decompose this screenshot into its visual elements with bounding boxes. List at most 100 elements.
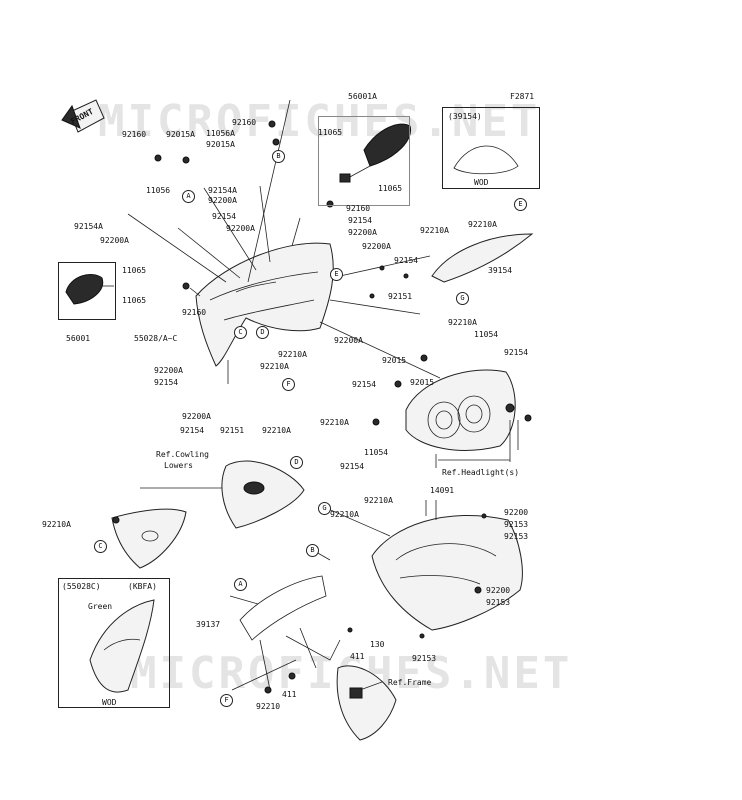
upper-cowling bbox=[195, 242, 334, 367]
part-label: 92210A bbox=[420, 226, 449, 235]
fasteners bbox=[112, 120, 532, 694]
part-label: 92154 bbox=[348, 216, 373, 225]
part-label: 56001 bbox=[66, 334, 91, 343]
part-label: 92015 bbox=[382, 356, 407, 365]
part-label: 56001A bbox=[348, 92, 377, 101]
callout-d-low: D bbox=[290, 456, 303, 469]
part-label: 11065 bbox=[122, 266, 147, 275]
part-label: 92154 bbox=[212, 212, 237, 221]
part-label: 92210A bbox=[320, 418, 349, 427]
part-label: 92210A bbox=[278, 350, 307, 359]
inner-fairing-panel bbox=[371, 514, 523, 631]
part-label: 92154 bbox=[154, 378, 179, 387]
callout-f-mid: F bbox=[282, 378, 295, 391]
leader-lines bbox=[127, 99, 519, 691]
mirror-right bbox=[339, 123, 412, 183]
inset-cowling-code: (55028C) bbox=[62, 582, 101, 591]
part-label: 92160 bbox=[182, 308, 207, 317]
part-label: 39137 bbox=[196, 620, 221, 629]
part-label: 92154 bbox=[394, 256, 419, 265]
part-label: 92153 bbox=[412, 654, 437, 663]
part-label: 92210A bbox=[364, 496, 393, 505]
frame-stub bbox=[336, 665, 397, 741]
part-label: 11065 bbox=[122, 296, 147, 305]
part-label: 92200 bbox=[504, 508, 529, 517]
part-label: 411 bbox=[282, 690, 297, 699]
part-label: 92154A bbox=[208, 186, 237, 195]
cowling-stay bbox=[239, 575, 341, 691]
part-label: 92153 bbox=[504, 520, 529, 529]
part-label: 11054 bbox=[364, 448, 389, 457]
headlight-assembly bbox=[405, 369, 516, 451]
callout-d-mid: D bbox=[256, 326, 269, 339]
callout-c-low: C bbox=[94, 540, 107, 553]
part-label: 11056A bbox=[206, 129, 235, 138]
part-label: 92200A bbox=[348, 228, 377, 237]
part-label: 92200 bbox=[486, 586, 511, 595]
part-label: 92160 bbox=[232, 118, 257, 127]
cowling-lower-left bbox=[111, 508, 187, 569]
part-label: 14091 bbox=[430, 486, 455, 495]
ref-cowling-lowers-1: Ref.Cowling bbox=[156, 450, 209, 459]
inset-box-windscreen bbox=[442, 107, 540, 189]
inset-windscreen-code: (39154) bbox=[448, 112, 482, 121]
part-label: 92154A bbox=[74, 222, 103, 231]
mirror-left bbox=[65, 274, 114, 305]
callout-g-right: G bbox=[456, 292, 469, 305]
part-label: 92160 bbox=[122, 130, 147, 139]
ref-frame: Ref.Frame bbox=[388, 678, 432, 687]
cowling-inner-lower bbox=[221, 460, 305, 529]
part-label: 92200A bbox=[334, 336, 363, 345]
part-label: 55028/A~C bbox=[134, 334, 178, 343]
callout-e-mid: E bbox=[330, 268, 343, 281]
part-label: 11065 bbox=[378, 184, 403, 193]
part-label: 92015A bbox=[166, 130, 195, 139]
windscreen bbox=[431, 233, 534, 283]
callout-g-low: G bbox=[318, 502, 331, 515]
part-label: 92200A bbox=[100, 236, 129, 245]
part-label: 130 bbox=[370, 640, 385, 649]
part-label: 92210A bbox=[468, 220, 497, 229]
watermark-top: MICROFICHES.NET bbox=[98, 96, 541, 147]
part-label: 11065 bbox=[318, 128, 343, 137]
part-label: 92153 bbox=[486, 598, 511, 607]
part-label: 92151 bbox=[388, 292, 413, 301]
front-arrow-icon bbox=[61, 99, 105, 133]
part-label: 11054 bbox=[474, 330, 499, 339]
part-label: 92200A bbox=[362, 242, 391, 251]
inset-windscreen-note: WOD bbox=[474, 178, 489, 187]
inset-cowling-color: Green bbox=[88, 602, 113, 611]
part-label: 92200A bbox=[182, 412, 211, 421]
part-label: 92154 bbox=[180, 426, 205, 435]
inset-box-cowling bbox=[58, 578, 170, 708]
part-label: 92160 bbox=[346, 204, 371, 213]
part-label: 92210A bbox=[448, 318, 477, 327]
part-label: 11056 bbox=[146, 186, 171, 195]
inset-cowling-note: WOD bbox=[102, 698, 117, 707]
inset-cowling-part bbox=[89, 599, 155, 693]
callout-b-top: B bbox=[272, 150, 285, 163]
part-label: 92210 bbox=[256, 702, 281, 711]
part-label: 92153 bbox=[504, 532, 529, 541]
inset-box-mirror bbox=[58, 262, 116, 320]
callout-c-mid: C bbox=[234, 326, 247, 339]
ref-headlight: Ref.Headlight(s) bbox=[442, 468, 520, 477]
part-label: 92200A bbox=[154, 366, 183, 375]
ref-cowling-lowers-2: Lowers bbox=[164, 461, 193, 470]
figure-code: F2871 bbox=[510, 92, 535, 101]
part-label: 92154 bbox=[340, 462, 365, 471]
part-label: 92200A bbox=[226, 224, 255, 233]
part-label: 92200A bbox=[208, 196, 237, 205]
part-label: 92154 bbox=[504, 348, 529, 357]
part-label: 92210A bbox=[42, 520, 71, 529]
part-label: 92154 bbox=[352, 380, 377, 389]
part-label: 39154 bbox=[488, 266, 513, 275]
part-label: 411 bbox=[350, 652, 365, 661]
part-label: 92210A bbox=[260, 362, 289, 371]
inset-cowling-variant: (KBFA) bbox=[128, 582, 157, 591]
part-label: 92210A bbox=[262, 426, 291, 435]
callout-b-low: B bbox=[306, 544, 319, 557]
part-label: 92015 bbox=[410, 378, 435, 387]
